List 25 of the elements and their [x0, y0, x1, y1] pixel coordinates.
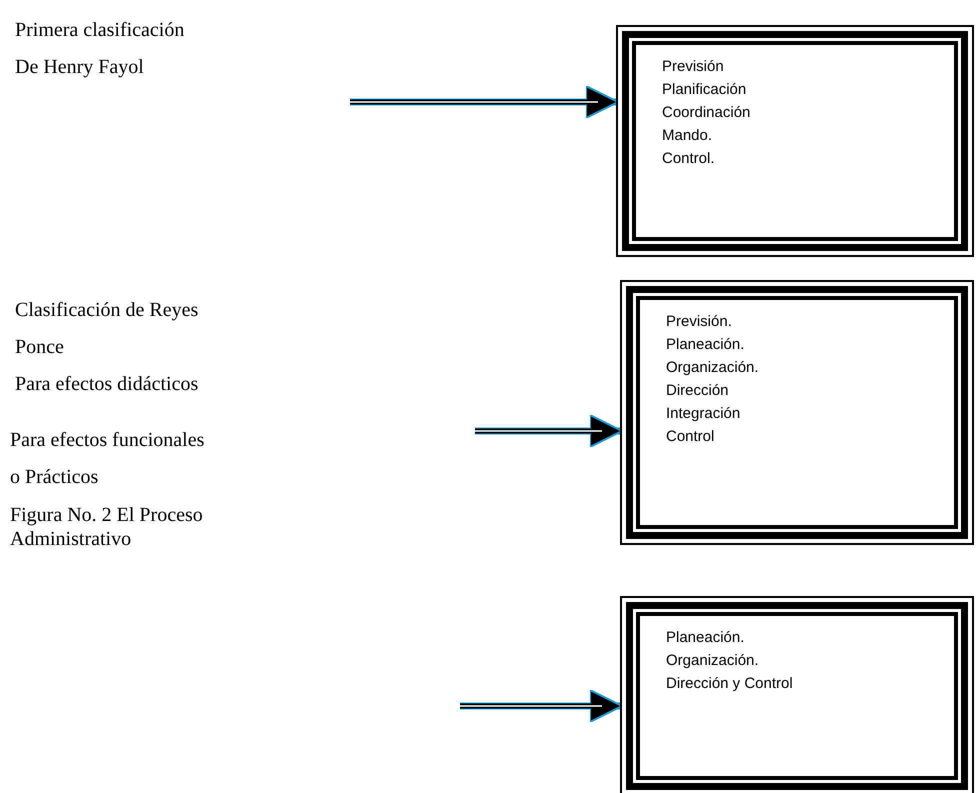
list-item: Dirección	[666, 381, 730, 401]
list-item: Mando.	[662, 126, 714, 146]
figure-caption: Figura No. 2 El Proceso Administrativo	[10, 503, 204, 551]
list-item: Organización.	[666, 651, 760, 671]
framed-box	[620, 596, 974, 793]
list-item: Previsión	[662, 57, 725, 77]
label-text: Ponce	[15, 335, 64, 359]
label-text: Para efectos didácticos	[15, 372, 198, 396]
list-item: Planeación.	[666, 335, 746, 355]
list-item: Previsión.	[666, 312, 733, 332]
list-item: Integración	[666, 404, 742, 424]
list-item: Coordinación	[662, 103, 752, 123]
label-text: o Prácticos	[10, 465, 98, 489]
list-item: Organización.	[666, 358, 760, 378]
framed-box	[616, 25, 974, 257]
label-text: Primera clasificación	[15, 18, 184, 42]
list-item: Planificación	[662, 80, 748, 100]
list-item: Control.	[662, 149, 716, 169]
list-item: Planeación.	[666, 628, 746, 648]
label-text: De Henry Fayol	[15, 55, 144, 79]
label-text: Clasificación de Reyes	[15, 298, 198, 322]
framed-box	[620, 280, 974, 545]
list-item: Control	[666, 427, 716, 447]
label-text: Para efectos funcionales	[10, 428, 204, 452]
list-item: Dirección y Control	[666, 674, 794, 694]
